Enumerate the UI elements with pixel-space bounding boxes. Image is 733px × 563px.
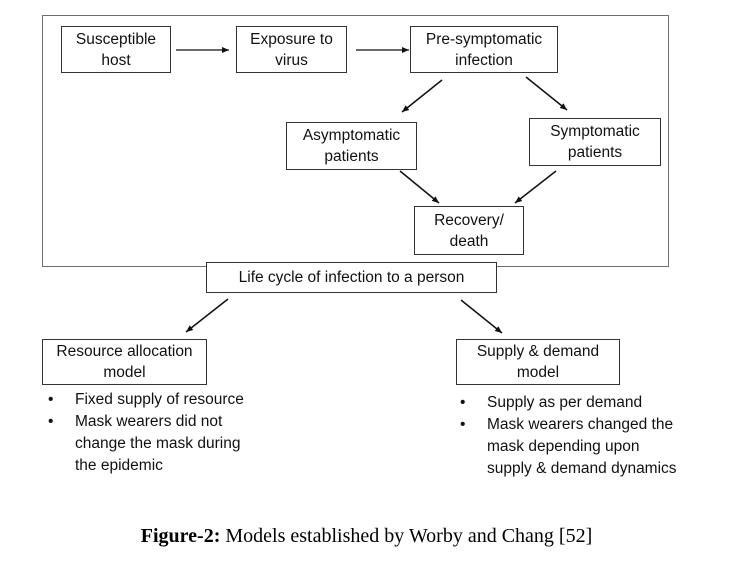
node-label-line: Resource allocation xyxy=(56,343,193,360)
node-label-line: Symptomatic xyxy=(550,123,640,140)
bullet-text: change the mask during xyxy=(75,435,241,452)
node-label-line: model xyxy=(516,364,560,381)
bullet-text: Supply as per demand xyxy=(487,394,643,411)
node-label-line: Asymptomatic xyxy=(302,127,401,144)
node-label-line: Recovery/ xyxy=(434,211,504,229)
group-label-text: Life cycle of infection to a person xyxy=(238,269,465,286)
group-label-life-cycle: Life cycle of infection to a person xyxy=(206,262,497,293)
node-exposure-to-virus: Exposure to virus xyxy=(236,26,347,73)
node-label-line: Susceptible xyxy=(75,30,157,48)
node-label-line: Pre-symptomatic xyxy=(425,30,543,48)
arrow-lifecycle-to-supply xyxy=(460,299,503,334)
node-presymptomatic-infection: Pre-symptomatic infection xyxy=(410,26,558,73)
bullet-text: supply & demand dynamics xyxy=(487,460,677,477)
arrow-lifecycle-to-resource xyxy=(185,298,229,333)
bullet-text: Mask wearers changed the xyxy=(487,416,674,433)
bullet-item: Supply as per demand xyxy=(458,392,728,414)
node-asymptomatic-patients: Asymptomatic patients xyxy=(286,122,417,170)
caption-text: Models established by Worby and Chang [5… xyxy=(220,525,593,547)
node-label-line: host xyxy=(101,51,131,69)
bullet-item: Mask wearers did not change the mask dur… xyxy=(46,411,286,477)
node-resource-allocation-model: Resource allocation model xyxy=(42,339,207,385)
bullet-item: Mask wearers changed the mask depending … xyxy=(458,414,728,480)
node-label-line: Supply & demand xyxy=(476,343,600,360)
node-recovery-death: Recovery/ death xyxy=(414,206,524,255)
node-label-line: infection xyxy=(455,51,513,69)
supply-model-bullets: Supply as per demand Mask wearers change… xyxy=(458,392,728,480)
node-label-line: death xyxy=(449,232,489,250)
node-supply-demand-model: Supply & demand model xyxy=(456,339,620,385)
caption-label: Figure-2: xyxy=(140,525,221,547)
bullet-text: Mask wearers did not xyxy=(75,413,223,430)
bullet-text: mask depending upon xyxy=(487,438,640,455)
node-symptomatic-patients: Symptomatic patients xyxy=(529,118,661,166)
node-label-line: model xyxy=(103,364,146,381)
node-label-line: Exposure to xyxy=(250,30,333,48)
node-label-line: patients xyxy=(567,144,623,161)
bullet-text: the epidemic xyxy=(75,457,163,474)
node-label-line: virus xyxy=(275,51,308,69)
resource-model-bullets: Fixed supply of resource Mask wearers di… xyxy=(46,389,286,477)
node-susceptible-host: Susceptible host xyxy=(61,26,171,73)
bullet-text: Fixed supply of resource xyxy=(75,391,244,408)
figure-caption: Figure-2: Models established by Worby an… xyxy=(0,525,733,548)
node-label-line: patients xyxy=(324,148,379,165)
bullet-item: Fixed supply of resource xyxy=(46,389,286,411)
